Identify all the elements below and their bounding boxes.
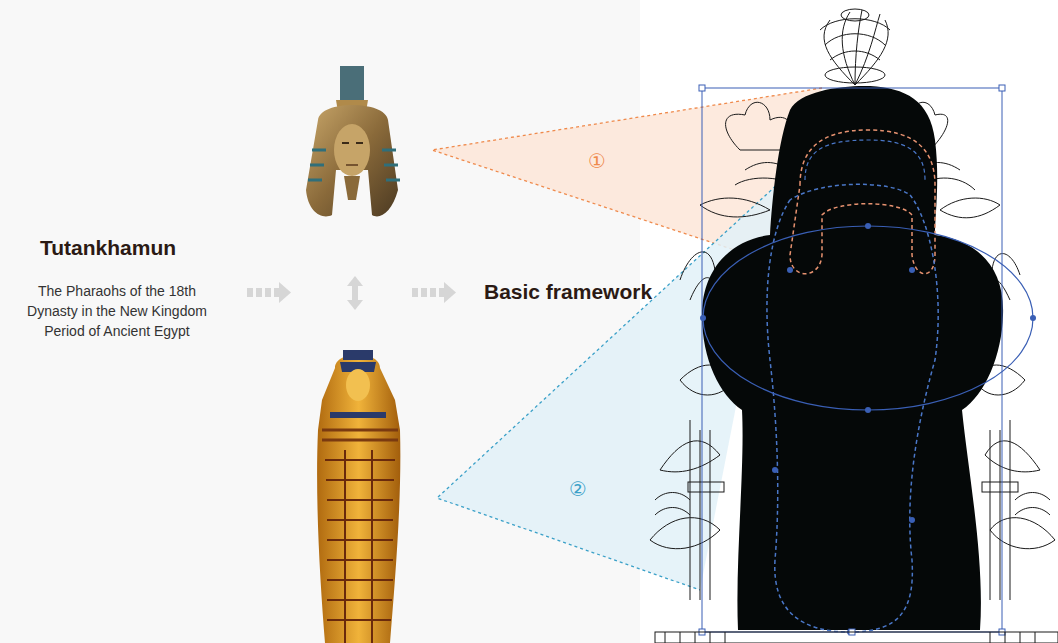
heading: Tutankhamun [8,235,208,260]
mask-photo [306,66,400,216]
callout-number: ① [584,149,610,173]
flow-arrows [247,276,456,310]
section-heading: Basic framework [484,279,684,304]
sarcophagus-photo [317,350,400,643]
anchor-points [700,223,1036,635]
bbox-handles [699,85,1005,635]
subtitle: The Pharaohs of the 18th Dynasty in the … [12,281,222,341]
shoulder-ellipse [703,226,1033,410]
bounding-box [702,88,1002,632]
body-outline [767,184,938,632]
head-outline [805,140,925,180]
plinth [655,632,1058,643]
framework-silhouette [702,86,1003,630]
callout-number: ② [565,477,591,501]
head-outline [790,130,935,274]
